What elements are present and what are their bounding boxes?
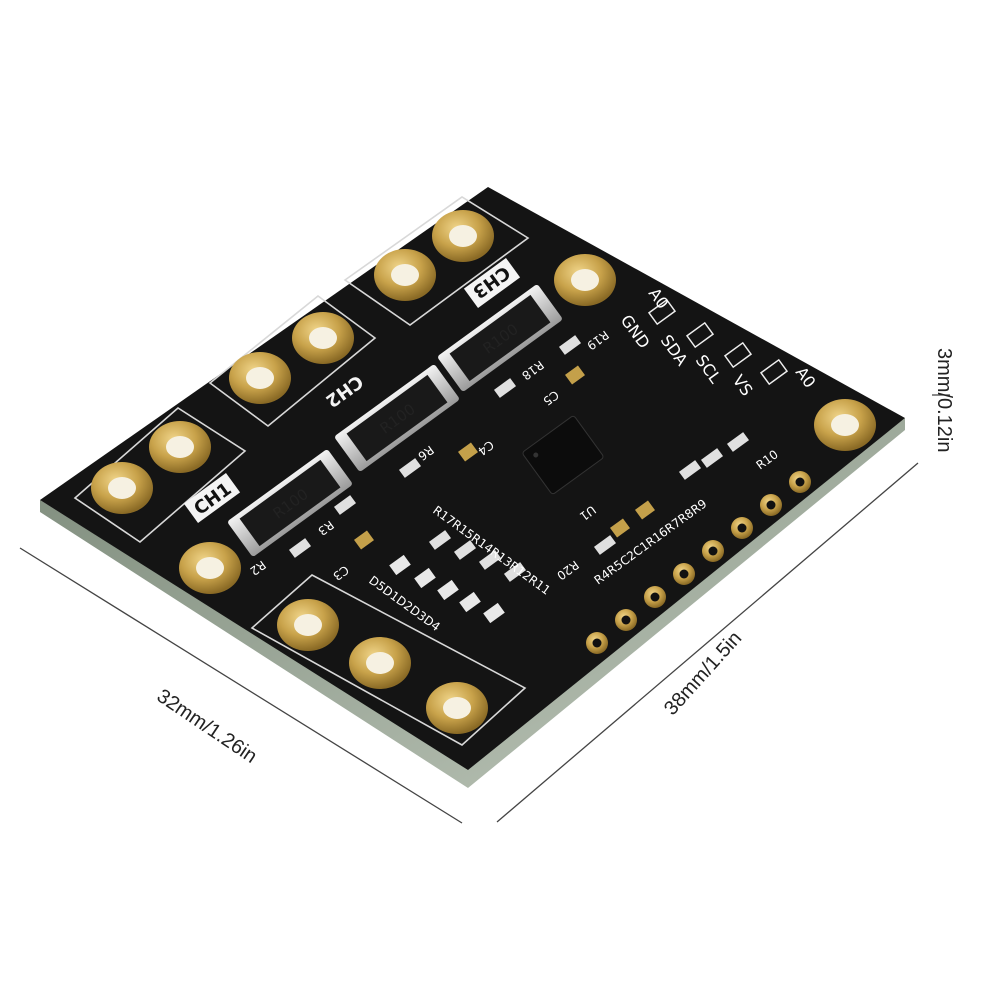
smd-resistor bbox=[593, 535, 617, 555]
pad-ch1-a bbox=[91, 462, 153, 514]
pad-mount-left bbox=[179, 542, 241, 594]
smd-resistor bbox=[453, 540, 477, 560]
pad-ch2-a bbox=[229, 352, 291, 404]
smd-resistor bbox=[726, 432, 750, 452]
header-pin bbox=[731, 517, 753, 539]
smd-resistor bbox=[333, 495, 357, 515]
header-pins bbox=[586, 471, 811, 654]
pcb-board bbox=[40, 187, 905, 770]
header-pin bbox=[586, 632, 608, 654]
smd-resistor bbox=[478, 550, 502, 570]
pin-label-boxes bbox=[647, 298, 789, 386]
pad-bottom-a bbox=[277, 599, 339, 651]
shunt-resistor-1: R100 bbox=[228, 449, 352, 557]
pad-ch3-a bbox=[374, 249, 436, 301]
smd-capacitor bbox=[458, 442, 478, 462]
smd-resistor bbox=[288, 538, 312, 558]
dimension-lines bbox=[19, 394, 950, 824]
thickness-dimension-label: 3mm/0.12in bbox=[933, 348, 955, 453]
header-pin bbox=[673, 563, 695, 585]
header-pin bbox=[760, 494, 782, 516]
status-leds bbox=[389, 554, 505, 624]
led-d5 bbox=[389, 554, 411, 576]
main-ic-u1 bbox=[522, 415, 604, 495]
smd-resistor bbox=[678, 460, 702, 480]
solder-pads bbox=[91, 210, 876, 734]
pad-bottom-c bbox=[426, 682, 488, 734]
smd-resistor bbox=[493, 378, 517, 398]
pad-ch1-b bbox=[149, 421, 211, 473]
smd-resistor bbox=[428, 530, 452, 550]
smd-capacitor bbox=[610, 518, 630, 538]
shunt-resistor-2: R100 bbox=[335, 364, 459, 472]
smd-capacitor bbox=[635, 500, 655, 520]
led-d3 bbox=[459, 591, 481, 613]
led-d1 bbox=[414, 567, 436, 589]
pad-mount-top bbox=[554, 254, 616, 306]
silkscreen-outlines bbox=[73, 196, 530, 746]
led-d2 bbox=[437, 579, 459, 601]
pad-mount-right bbox=[814, 399, 876, 451]
led-d4 bbox=[483, 602, 505, 624]
header-pin bbox=[615, 609, 637, 631]
header-pin bbox=[702, 540, 724, 562]
header-pin bbox=[789, 471, 811, 493]
smd-capacitor bbox=[565, 365, 585, 385]
smd-resistor bbox=[503, 562, 527, 582]
header-pin bbox=[644, 586, 666, 608]
smd-resistor bbox=[558, 335, 582, 355]
smd-components bbox=[288, 335, 750, 582]
pad-bottom-b bbox=[349, 637, 411, 689]
pad-ch3-b bbox=[432, 210, 494, 262]
smd-resistor bbox=[398, 458, 422, 478]
pad-ch2-b bbox=[292, 312, 354, 364]
shunt-resistor-3: R100 bbox=[438, 284, 562, 392]
smd-resistor bbox=[700, 448, 724, 468]
smd-capacitor bbox=[354, 530, 374, 550]
